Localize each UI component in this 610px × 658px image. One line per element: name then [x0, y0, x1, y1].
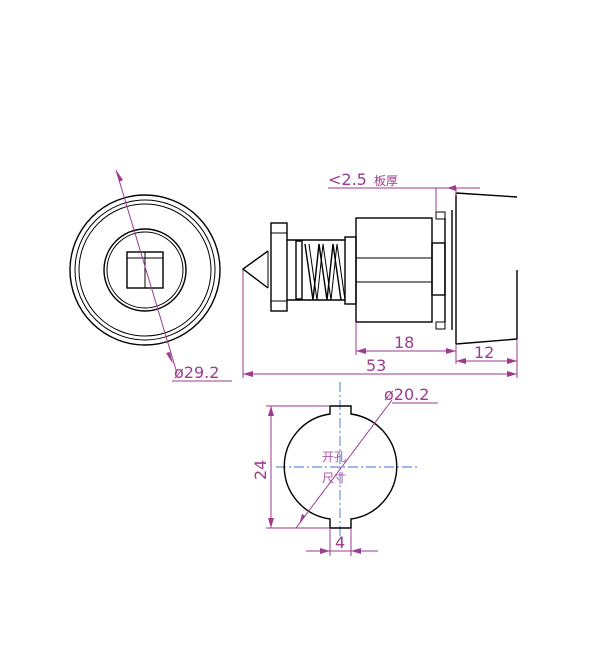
- length-dimensions: 18 12 53: [242, 270, 518, 378]
- arrowhead: [320, 548, 330, 554]
- cutout-diameter-leader: [295, 399, 393, 529]
- arrowhead: [351, 548, 361, 554]
- cutout-height-dimension: 24: [251, 405, 330, 529]
- dim-18-label: 18: [394, 333, 414, 352]
- arrowhead: [268, 406, 274, 416]
- arrowhead: [446, 348, 456, 354]
- front-view: [69, 194, 221, 346]
- panel-thickness-dimension: <2.5 板厚: [328, 170, 480, 212]
- front-head: [455, 192, 518, 198]
- front-diameter-leader: [115, 169, 178, 374]
- panel-thickness-note: 板厚: [374, 174, 398, 188]
- arrowhead: [166, 352, 173, 364]
- arrowhead: [268, 518, 274, 528]
- cutout-diameter-dimension: ø20.2: [295, 385, 438, 529]
- spring: [304, 243, 342, 301]
- front-outer-ring: [69, 194, 221, 346]
- spring-back: [308, 243, 346, 301]
- arrowhead: [507, 358, 517, 364]
- cutout-label-line1: 开孔: [322, 450, 346, 464]
- dim-53-label: 53: [366, 356, 386, 375]
- dim-24-label: 24: [251, 460, 270, 480]
- shaft-collar: [295, 240, 303, 300]
- washer: [344, 236, 357, 305]
- arrowhead: [447, 185, 456, 191]
- panel-thickness-label: <2.5: [328, 170, 367, 189]
- front-ring-3: [78, 203, 212, 337]
- cutout-outline: [283, 405, 398, 529]
- side-view: [241, 192, 518, 345]
- front-diameter-dimension: ø29.2: [115, 169, 232, 382]
- arrowhead: [116, 170, 123, 182]
- front-ring-2: [74, 199, 216, 341]
- panel-notch-bottom: [435, 321, 446, 330]
- dim-12-label: 12: [474, 343, 494, 362]
- arrowhead: [507, 371, 517, 377]
- arrowhead: [456, 358, 466, 364]
- panel-notch-top: [435, 211, 446, 220]
- cutout-view: 开孔 尺寸: [276, 382, 420, 540]
- cam-tip: [241, 250, 269, 289]
- front-cylinder-face: [103, 228, 187, 312]
- front-diameter-label: ø29.2: [174, 363, 219, 382]
- front-head: [455, 338, 518, 345]
- arrowhead: [356, 348, 366, 354]
- lock-body: [355, 217, 433, 323]
- cutout-key-dimension: 4: [306, 528, 378, 556]
- panel: [431, 242, 446, 296]
- cam-nut: [270, 222, 288, 312]
- arrowhead: [299, 514, 305, 525]
- front-cylinder-inner: [106, 231, 184, 309]
- arrowhead: [243, 371, 253, 377]
- cutout-diameter-label: ø20.2: [384, 385, 429, 404]
- dim-4-label: 4: [335, 533, 345, 552]
